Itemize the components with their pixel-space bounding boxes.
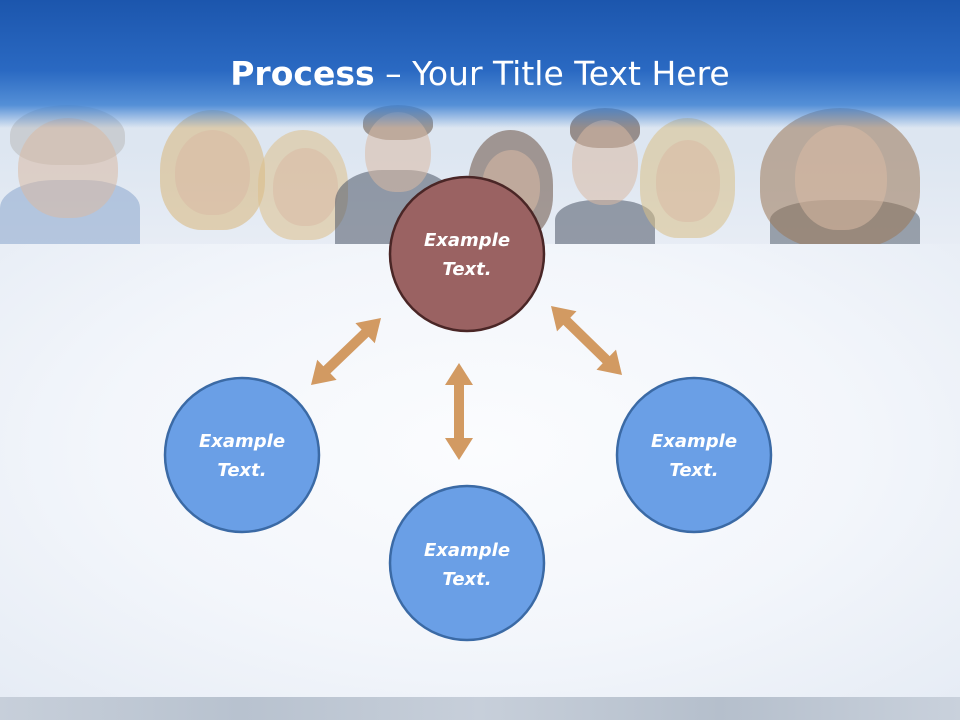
- node-left-label-line1: Example: [199, 431, 285, 452]
- double-arrow-icon: [551, 306, 622, 375]
- person-figure: [258, 0, 358, 250]
- node-bottom-circle: [388, 484, 546, 642]
- title-rest: – Your Title Text Here: [374, 54, 730, 93]
- person-figure: [760, 0, 920, 250]
- slide-title[interactable]: Process – Your Title Text Here: [0, 52, 960, 96]
- arrow-center-left[interactable]: [311, 318, 381, 385]
- arrow-center-bottom[interactable]: [445, 363, 473, 460]
- node-bottom-label-line2: Text.: [442, 569, 491, 590]
- node-right-label-line2: Text.: [669, 460, 718, 481]
- node-bottom[interactable]: Example Text.: [388, 484, 546, 642]
- title-bar: Process – Your Title Text Here: [0, 0, 960, 128]
- person-figure: [640, 0, 740, 250]
- node-right[interactable]: Example Text.: [615, 376, 773, 534]
- node-right-label-line1: Example: [651, 431, 737, 452]
- double-arrow-icon: [445, 363, 473, 460]
- arrow-center-right[interactable]: [551, 306, 622, 375]
- node-right-circle: [615, 376, 773, 534]
- node-left-label-line2: Text.: [217, 460, 266, 481]
- person-figure: [555, 0, 655, 250]
- title-bold: Process: [230, 54, 375, 93]
- person-figure: [155, 0, 275, 250]
- double-arrow-icon: [311, 318, 381, 385]
- node-bottom-label-line1: Example: [424, 540, 510, 561]
- bottom-photo-strip: [0, 697, 960, 720]
- node-center[interactable]: Example Text.: [388, 175, 546, 333]
- node-left[interactable]: Example Text.: [163, 376, 321, 534]
- person-figure: [0, 0, 140, 250]
- node-center-label-line1: Example: [424, 230, 510, 251]
- node-center-label-line2: Text.: [442, 259, 491, 280]
- node-left-circle: [163, 376, 321, 534]
- node-center-circle: [388, 175, 546, 333]
